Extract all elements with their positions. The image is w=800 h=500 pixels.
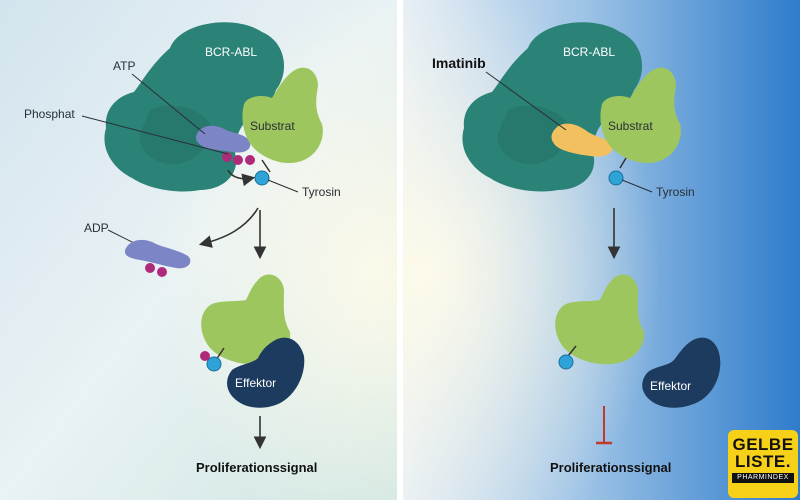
atp-molecule-icon (195, 125, 251, 153)
gelbe-liste-logo: GELBE LISTE. PHARMINDEX (728, 430, 798, 498)
phosphate-label: Phosphat (24, 107, 75, 121)
adp-phosphate-icon (157, 267, 167, 277)
right-effector-label: Effektor (650, 379, 691, 393)
logo-line-1: GELBE (732, 435, 794, 454)
right-effector-protein-icon (642, 337, 721, 408)
atp-leader-line (131, 73, 206, 135)
tyrosine-bond (261, 159, 271, 173)
right-tyrosine-label: Tyrosin (656, 185, 695, 199)
left-tyrosine-leader-line (267, 179, 299, 193)
logo-line-2: LISTE. (735, 452, 791, 471)
imatinib-label: Imatinib (432, 55, 486, 71)
atp-label: ATP (113, 59, 135, 73)
right-tyrosine-residue-icon (608, 170, 624, 186)
adp-release-arrow (198, 207, 259, 248)
adp-phosphate-icon (145, 263, 155, 273)
right-lower-tyrosine-icon (558, 354, 574, 370)
phosphate-transfer-arrow (227, 169, 256, 187)
left-result-label: Proliferationssignal (196, 460, 317, 475)
adp-label: ADP (84, 221, 109, 235)
right-enzyme-shading (497, 105, 569, 165)
right-enzyme-label: BCR-ABL (563, 45, 615, 59)
imatinib-leader-line (485, 71, 567, 131)
right-result-label: Proliferationssignal (550, 460, 671, 475)
phosphorylated-substrate-icon (201, 274, 291, 365)
right-substrate-protein-icon (600, 67, 681, 164)
left-substrate-label: Substrat (250, 119, 295, 133)
adp-molecule-icon (124, 239, 191, 269)
phosphate-group-icon (245, 155, 255, 165)
substrate-protein-icon (242, 67, 323, 164)
phosphate-leader-line (81, 115, 229, 155)
right-lower-tyrosine-bond (567, 345, 577, 357)
left-panel: BCR-ABL ATP Phosphat Substrat Tyrosin AD… (24, 22, 341, 475)
left-enzyme-label: BCR-ABL (205, 45, 257, 59)
imatinib-molecule-icon (551, 123, 613, 157)
logo-line-3: PHARMINDEX (732, 473, 794, 483)
left-lower-tyrosine-icon (206, 356, 222, 372)
right-tyrosine-bond (619, 157, 627, 169)
right-lower-substrate-icon (555, 274, 645, 365)
left-tyrosine-label: Tyrosin (302, 185, 341, 199)
right-panel: BCR-ABL Imatinib Substrat Tyrosin Effekt… (432, 22, 721, 475)
tyrosine-residue-icon (254, 170, 270, 186)
phosphate-group-icon (233, 155, 243, 165)
right-tyrosine-leader-line (621, 179, 653, 193)
panel-divider (397, 0, 403, 500)
attached-phosphate-icon (200, 351, 210, 361)
left-effector-label: Effektor (235, 376, 276, 390)
left-effector-protein-icon (227, 337, 305, 408)
enzyme-shading (139, 105, 211, 165)
phosphate-group-icon (222, 152, 232, 162)
right-substrate-label: Substrat (608, 119, 653, 133)
